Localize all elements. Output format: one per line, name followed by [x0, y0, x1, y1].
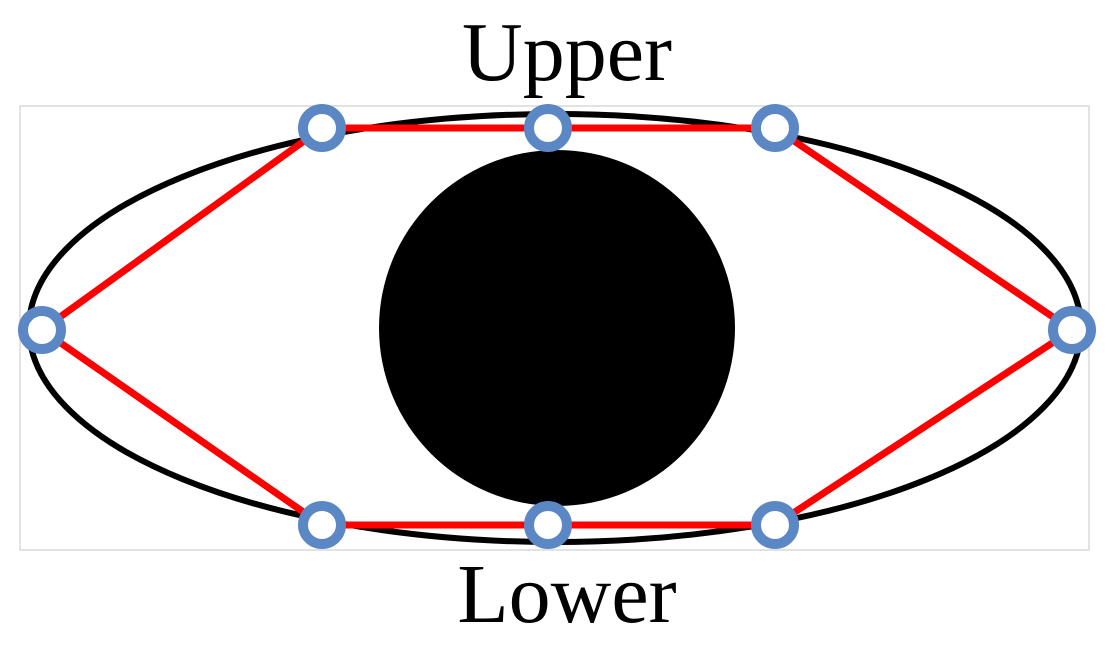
landmark-lower-center [524, 501, 572, 549]
landmark-upper-left [298, 104, 346, 152]
landmark-upper-center [524, 104, 572, 152]
landmark-upper-right [751, 104, 799, 152]
landmark-lower-right [751, 501, 799, 549]
pupil [379, 150, 735, 506]
landmark-lower-left [298, 501, 346, 549]
upper-label: Upper [462, 6, 672, 99]
landmark-right-corner [1048, 306, 1096, 354]
lower-label: Lower [457, 548, 676, 641]
landmark-points [18, 104, 1096, 549]
landmark-left-corner [18, 306, 66, 354]
